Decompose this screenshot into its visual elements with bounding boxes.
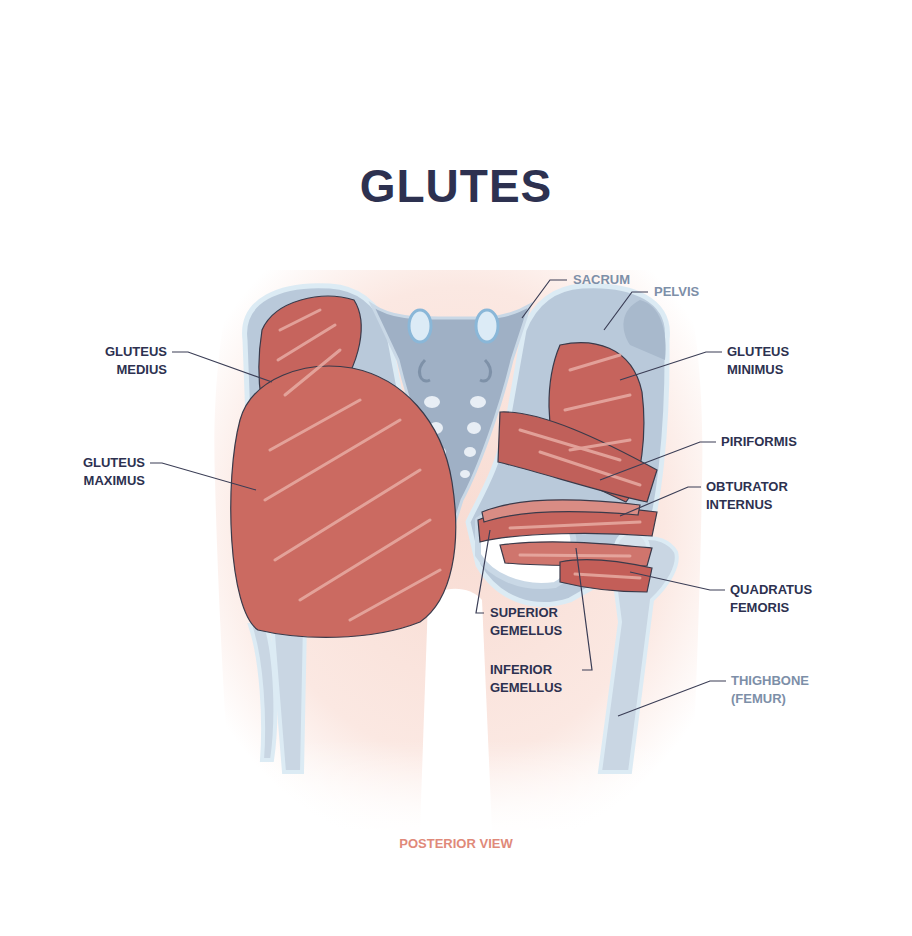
muscle-label: QUADRATUS FEMORIS xyxy=(730,581,835,617)
muscle-label: OBTURATOR INTERNUS xyxy=(706,478,826,514)
bone-label: THIGHBONE (FEMUR) xyxy=(731,672,843,708)
muscle-label: GLUTEUS MINIMUS xyxy=(727,343,822,379)
diagram-title: GLUTES xyxy=(0,159,912,213)
leader-lines xyxy=(150,280,726,716)
body-silhouette xyxy=(200,270,720,840)
view-caption: POSTERIOR VIEW xyxy=(0,835,912,853)
muscle-label: SUPERIOR GEMELLUS xyxy=(490,604,582,640)
muscle-label: GLUTEUS MAXIMUS xyxy=(50,454,145,490)
muscle-highlights xyxy=(265,310,640,620)
muscle-label: PIRIFORMIS xyxy=(721,433,831,451)
gluteus-muscles xyxy=(231,296,657,637)
bone-label: PELVIS xyxy=(654,283,744,301)
muscle-label: INFERIOR GEMELLUS xyxy=(490,661,582,697)
muscle-label: GLUTEUS MEDIUS xyxy=(72,343,167,379)
